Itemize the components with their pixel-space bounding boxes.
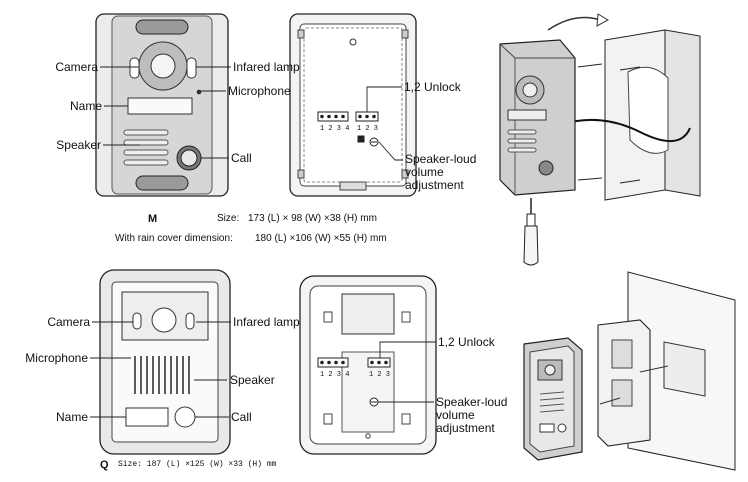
m-label-speaker: Speaker (56, 138, 101, 152)
q-terminal-right-label: 1 2 3 (369, 371, 391, 379)
m-label-unlock: 1,2 Unlock (404, 80, 461, 94)
model-q-id: Q (100, 459, 109, 471)
m-terminal-right-label: 1 2 3 (357, 125, 379, 133)
q-label-volume-1: Speaker-loud (436, 395, 508, 409)
model-q-back (299, 275, 437, 455)
q-camera-lens (151, 307, 177, 333)
q-ir-lamp-left (132, 312, 142, 330)
m-label-volume-2: volume (405, 165, 444, 179)
m-mic-hole (196, 89, 202, 95)
m-label-volume-1: Speaker-loud (405, 152, 477, 166)
q-label-name: Name (55, 410, 88, 424)
model-q-install (523, 271, 736, 471)
m-call-button (180, 149, 198, 167)
m-ir-lamp-left (129, 57, 140, 79)
model-m-back (289, 13, 417, 197)
q-label-volume-3: adjustment (436, 421, 495, 435)
q-label-unlock: 1,2 Unlock (438, 335, 495, 349)
model-m-id: M (148, 213, 158, 225)
model-m-front (95, 13, 229, 197)
q-label-volume-2: volume (436, 408, 475, 422)
model-q-front (99, 269, 231, 455)
q-label-microphone: Microphone (25, 351, 88, 365)
m-label-name: Name (69, 99, 102, 113)
m-label-volume-3: adjustment (405, 178, 464, 192)
q-label-speaker: Speaker (230, 373, 275, 387)
q-label-camera: Camera (47, 315, 90, 329)
q-terminal-left-label: 1 2 3 4 (320, 371, 350, 379)
q-name-plate (125, 407, 169, 427)
model-m-rain-cover: 180 (L) ×106 (W) ×55 (H) mm (255, 233, 387, 244)
screwdriver-icon (523, 198, 539, 266)
m-label-camera: Camera (55, 60, 98, 74)
model-m-install (499, 13, 701, 266)
m-ir-lamp-right (186, 57, 197, 79)
m-label-call: Call (231, 151, 252, 165)
model-m-size-label: Size: (217, 213, 240, 224)
m-terminal-left (317, 111, 349, 122)
model-q-size: Size: 187 (L) ×125 (W) ×33 (H) mm (118, 460, 277, 469)
model-m-size: 173 (L) × 98 (W) ×38 (H) mm (248, 213, 377, 224)
q-speaker-grill (134, 356, 190, 394)
q-terminal-left (317, 357, 349, 368)
q-call-button (174, 406, 196, 428)
m-label-microphone: Microphone (228, 84, 291, 98)
m-label-infrared-lamp: Infared lamp (233, 60, 300, 74)
model-m-rain-cover-label: With rain cover dimension: (115, 233, 233, 244)
m-camera-lens (150, 53, 176, 79)
m-terminal-left-label: 1 2 3 4 (320, 125, 350, 133)
m-speaker-grill (123, 129, 169, 166)
curved-arrow-icon (547, 16, 601, 31)
q-ir-lamp-right (185, 312, 195, 330)
q-label-infrared-lamp: Infared lamp (233, 315, 300, 329)
screw-icon (577, 63, 641, 184)
m-name-plate (127, 97, 193, 115)
q-label-call: Call (231, 410, 252, 424)
